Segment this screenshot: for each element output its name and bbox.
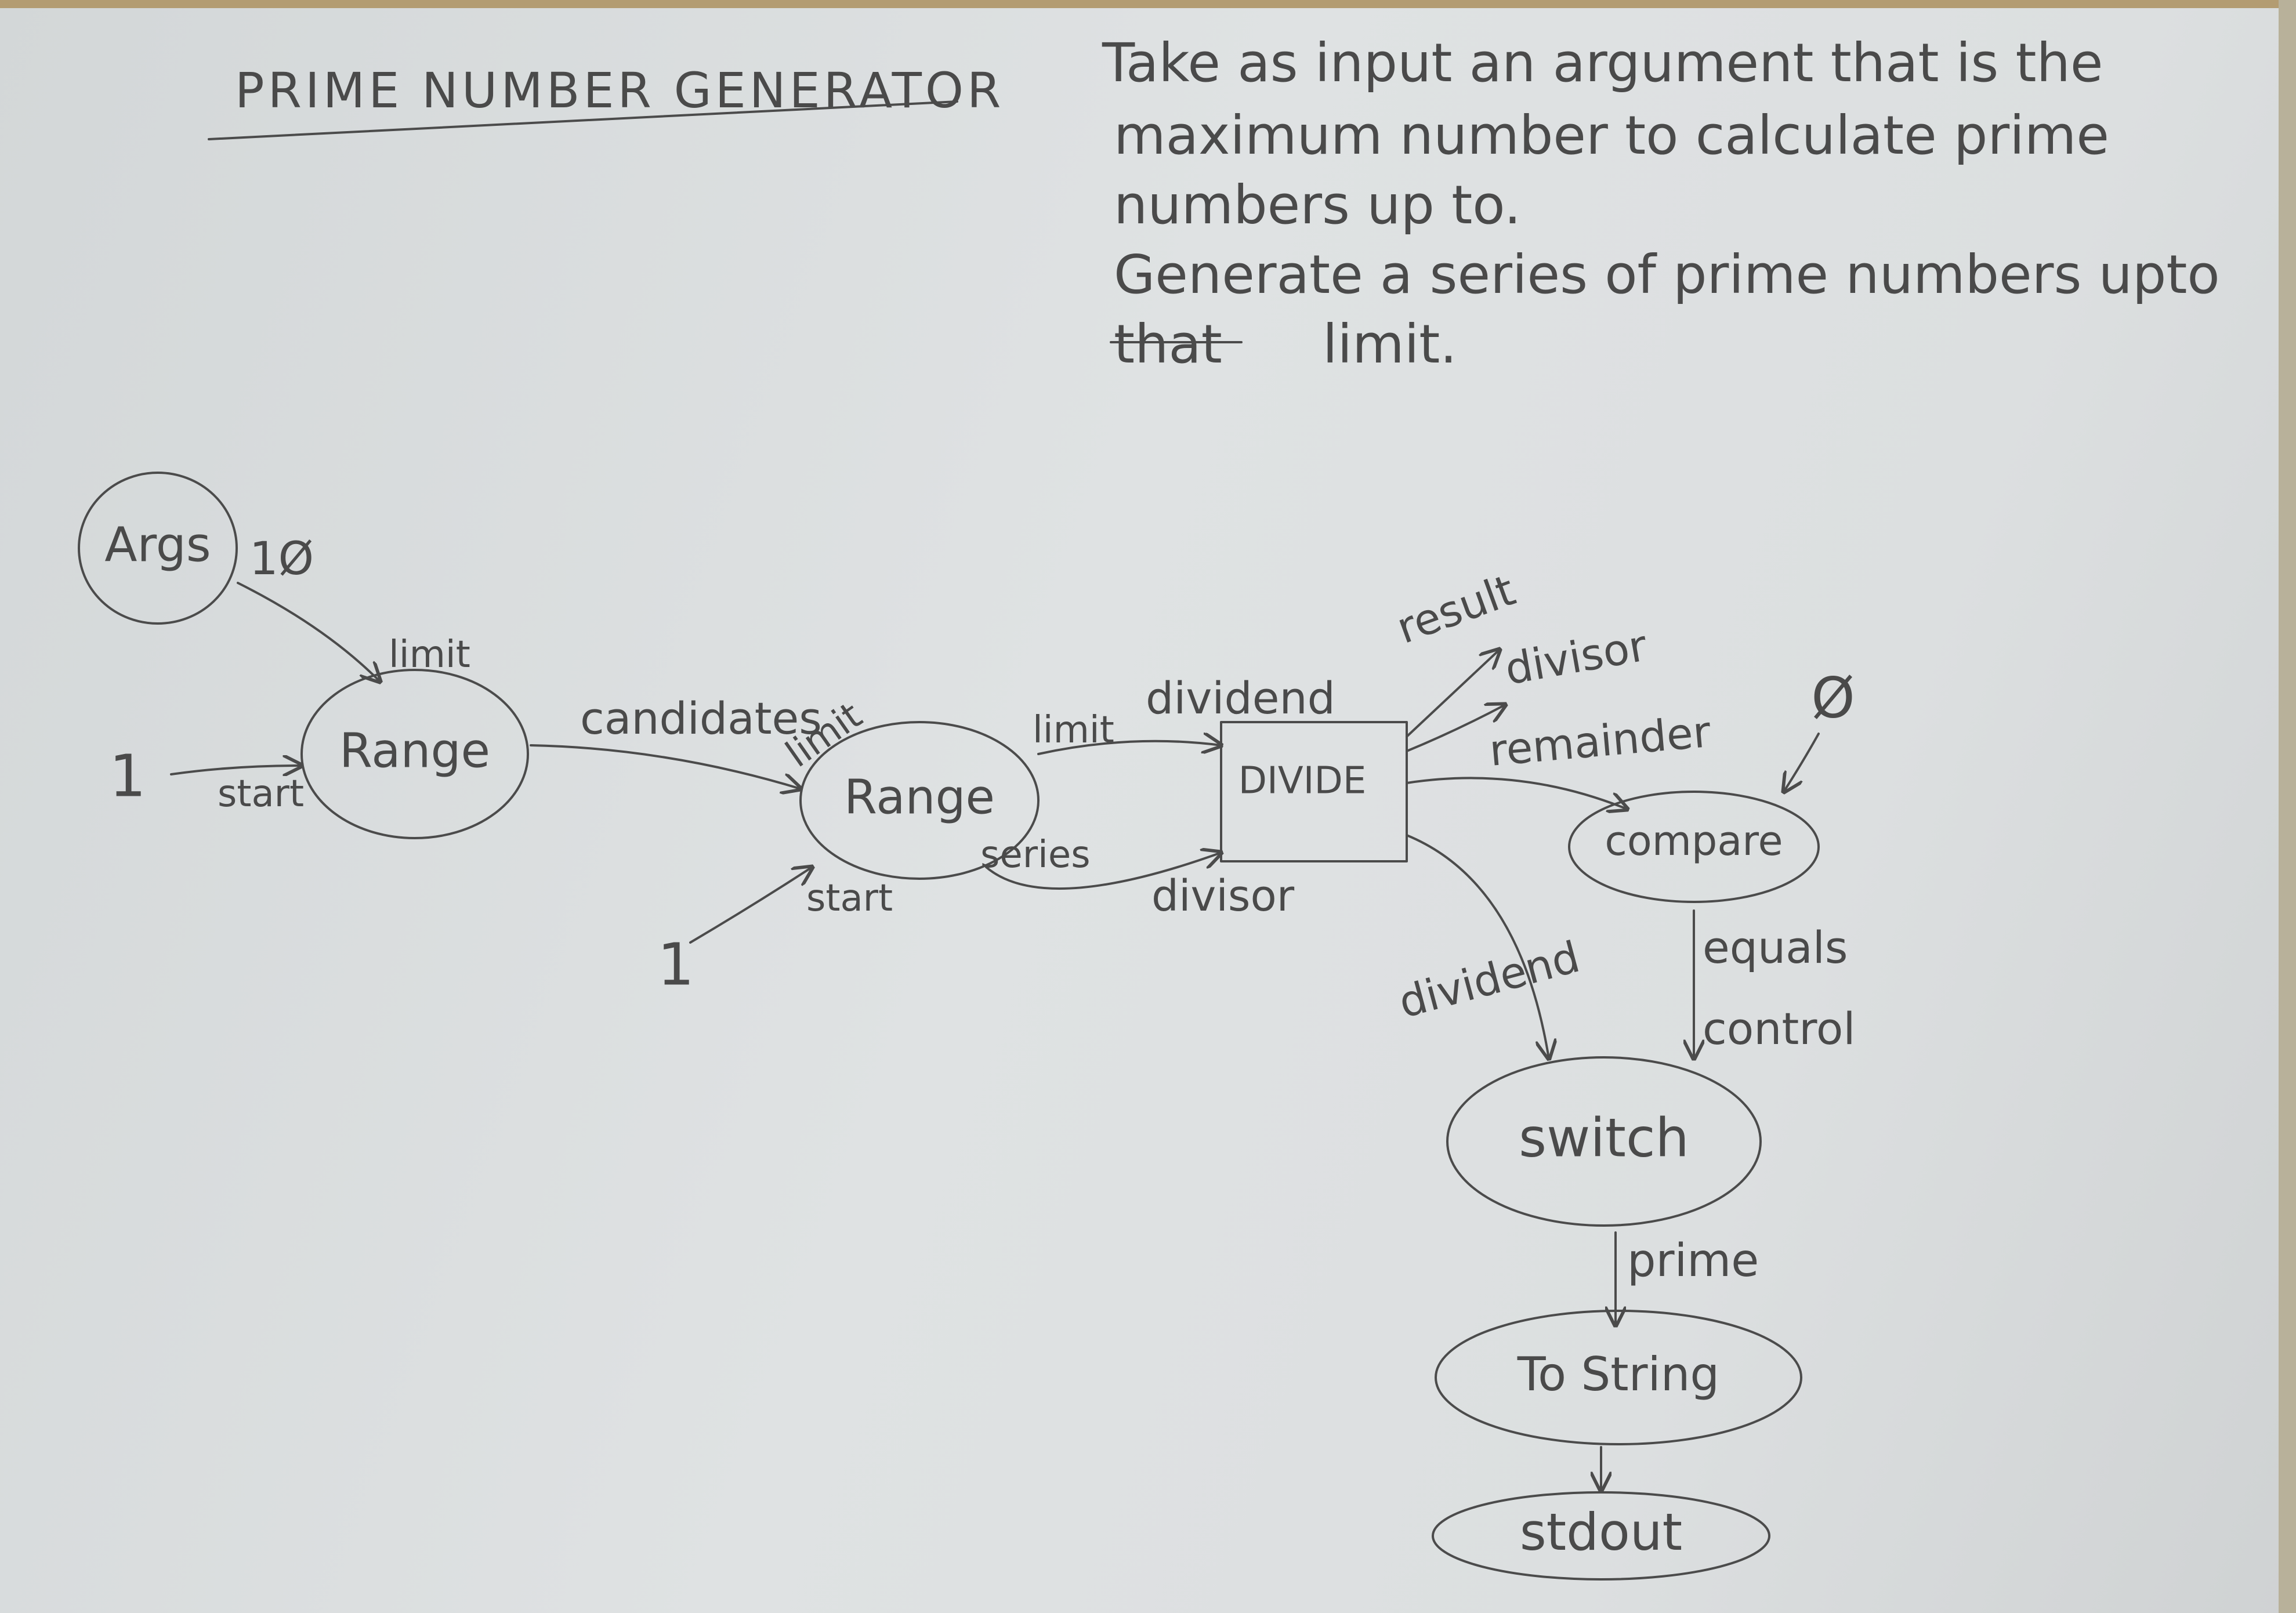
title-underline — [208, 100, 958, 140]
note-line-5-rest: limit. — [1323, 313, 1457, 375]
control-label: control — [1703, 1003, 1855, 1054]
tostring-node-label: To String — [1517, 1347, 1719, 1401]
range2-to-divide-dividend-arrow — [1037, 741, 1221, 755]
candidates-arrow — [530, 744, 801, 789]
divisor-out-label: divisor — [1501, 621, 1651, 695]
remainder-arrow — [1406, 777, 1627, 809]
remainder-label: remainder — [1487, 707, 1713, 776]
range2-start-label: start — [806, 877, 893, 920]
note-line-2: maximum number to calculate prime — [1114, 104, 2109, 166]
note-line-3: numbers up to. — [1114, 174, 1521, 236]
start1-to-range1-arrow — [170, 766, 302, 774]
compare-node — [1568, 791, 1820, 903]
range1-node — [300, 669, 529, 839]
args-node-label: Args — [104, 517, 211, 572]
switch-node — [1446, 1056, 1762, 1227]
table-edge-right — [2279, 0, 2296, 1613]
divide-divisor-label: divisor — [1151, 871, 1295, 921]
range2-node — [799, 721, 1040, 880]
note-line-1: Take as input an argument that is the — [1102, 32, 2103, 94]
range1-start-label: start — [218, 773, 304, 815]
range1-start-constant: 1 — [109, 742, 146, 810]
divisor-out-arrow — [1406, 705, 1505, 752]
compare-node-label: compare — [1605, 817, 1783, 865]
candidates-label: candidates — [580, 693, 822, 744]
compare-zero-constant: Ø — [1811, 665, 1855, 730]
switch-dividend-label: dividend — [1393, 932, 1585, 1028]
range1-limit-label: limit — [389, 633, 470, 676]
zero-to-compare-arrow — [1784, 733, 1820, 792]
divide-to-switch-dividend-arrow — [1406, 834, 1549, 1059]
range2-node-label: Range — [844, 770, 995, 825]
result-label: result — [1390, 565, 1522, 653]
range1-node-label: Range — [339, 723, 490, 778]
table-edge-top — [0, 0, 2296, 8]
args-node — [78, 472, 238, 625]
switch-node-label: switch — [1519, 1107, 1689, 1169]
series-to-divide-divisor-arrow — [985, 853, 1221, 890]
range2-start-constant: 1 — [657, 930, 694, 998]
divide-dividend-label: dividend — [1146, 672, 1335, 724]
divide-node-label: DIVIDE — [1238, 760, 1367, 803]
equals-label: equals — [1703, 922, 1848, 973]
range2-series-label: series — [980, 833, 1091, 876]
divide-node — [1220, 721, 1408, 862]
diagram-title: PRIME NUMBER GENERATOR — [235, 62, 1004, 119]
range2-out-limit-label: limit — [1033, 709, 1114, 752]
tostring-node — [1435, 1310, 1802, 1445]
description-notes: Take as input an argument that is the ma… — [1102, 32, 2220, 375]
stdout-node — [1432, 1491, 1770, 1581]
note-line-5-struck: that — [1114, 313, 1222, 375]
args-value-label: 1Ø — [249, 533, 314, 585]
note-line-4: Generate a series of prime numbers upto — [1114, 244, 2220, 306]
stdout-node-label: stdout — [1520, 1502, 1682, 1562]
result-arrow — [1406, 650, 1500, 738]
start2-to-range2-arrow — [689, 867, 812, 944]
args-to-range1-arrow — [237, 582, 380, 682]
prime-label: prime — [1627, 1235, 1759, 1287]
